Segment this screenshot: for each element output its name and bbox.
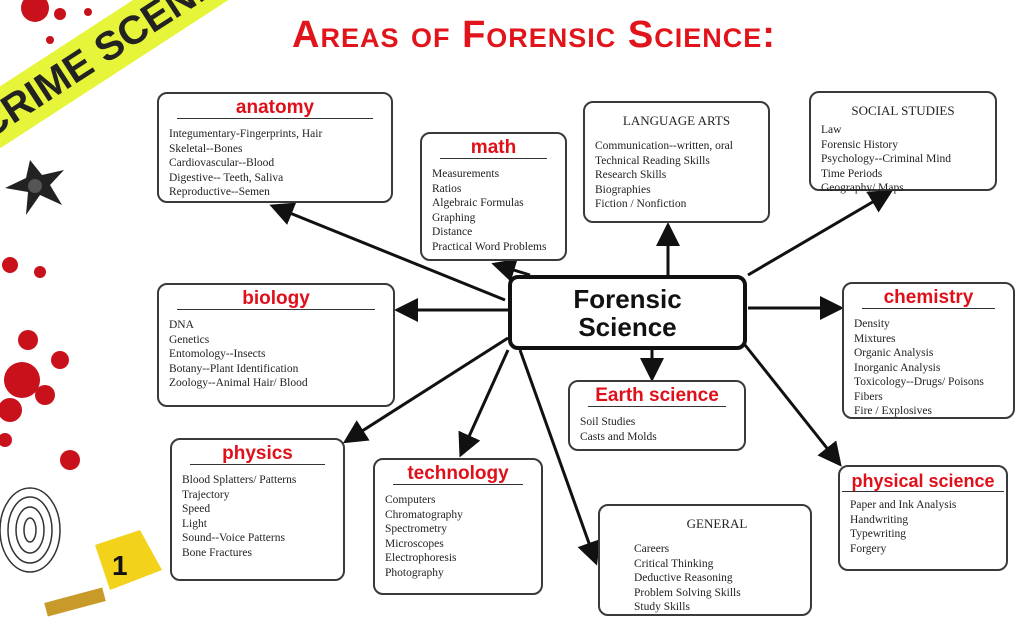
topic-item: Practical Word Problems	[432, 240, 547, 253]
topic-item: Deductive Reasoning	[634, 572, 733, 584]
topic-item: Inorganic Analysis	[854, 361, 941, 374]
topic-item: Bone Fractures	[182, 546, 252, 559]
topic-item: Technical Reading Skills	[595, 154, 710, 167]
topic-item: Forensic History	[821, 138, 898, 151]
topic-item: Toxicology--Drugs/ Poisons	[854, 376, 984, 388]
central-topic-forensic-science: Forensic Science	[508, 275, 747, 350]
topic-item: Fire / Explosives	[854, 405, 932, 417]
blood-splatter-icon	[0, 0, 92, 470]
topic-item: Biographies	[595, 183, 651, 196]
topic-item: Law	[821, 124, 842, 136]
topic-header: SOCIAL STUDIES	[851, 103, 955, 118]
topic-item: Digestive-- Teeth, Saliva	[169, 171, 284, 184]
center-line2: Science	[578, 312, 677, 342]
topic-item: Study Skills	[634, 601, 690, 613]
topic-item: Ratios	[432, 182, 462, 195]
topic-item: Mixtures	[854, 332, 896, 345]
topic-item: Skeletal--Bones	[169, 142, 243, 155]
topic-item: Critical Thinking	[634, 557, 714, 570]
arrow-social	[747, 189, 894, 277]
topic-item: Density	[854, 318, 890, 330]
topic-header: physical science	[842, 471, 1004, 492]
topic-item: Zoology--Animal Hair/ Blood	[169, 377, 308, 389]
topic-item: Measurements	[432, 168, 500, 180]
topic-item: Geography/ Maps	[821, 182, 904, 194]
topic-item: Psychology--Criminal Mind	[821, 153, 952, 165]
fingerprint-icon	[0, 487, 61, 573]
topic-header: chemistry	[862, 288, 995, 309]
topic-item: Handwriting	[850, 513, 909, 526]
topic-item: Careers	[634, 543, 670, 555]
topic-item: Cardiovascular--Blood	[169, 157, 275, 169]
topic-item: Research Skills	[595, 169, 667, 181]
topic-item: Fiction / Nonfiction	[595, 198, 687, 210]
topic-item: Genetics	[169, 333, 210, 346]
topic-header: biology	[177, 289, 375, 310]
topic-header: Earth science	[588, 386, 726, 407]
topic-item: Graphing	[432, 211, 476, 224]
topic-header: GENERAL	[686, 516, 748, 531]
topic-item: Integumentary-Fingerprints, Hair	[169, 128, 323, 140]
arrow-physics	[342, 336, 509, 444]
topic-item: Computers	[385, 494, 436, 506]
topic-item: Time Periods	[821, 167, 883, 180]
topic-item: Typewriting	[850, 528, 907, 540]
arrow-technology	[458, 349, 510, 458]
center-line1: Forensic	[573, 284, 682, 314]
topic-item: Speed	[182, 503, 211, 515]
topic-item: Photography	[385, 566, 444, 579]
topic-item: Paper and Ink Analysis	[850, 499, 957, 511]
topic-item: Soil Studies	[580, 416, 636, 428]
evidence-marker-icon: 1	[44, 530, 162, 617]
bullet-hole-icon	[5, 160, 64, 215]
topic-header: anatomy	[177, 98, 373, 119]
topic-item: Trajectory	[182, 488, 230, 501]
topic-item: Reproductive--Semen	[169, 186, 270, 198]
topic-item: Problem Solving Skills	[634, 586, 741, 599]
topic-item: Sound--Voice Patterns	[182, 532, 285, 544]
page-title: Areas of Forensic Science:	[292, 14, 776, 56]
topic-item: Organic Analysis	[854, 347, 934, 359]
topic-item: Botany--Plant Identification	[169, 362, 299, 375]
topic-header: LANGUAGE ARTS	[622, 113, 731, 128]
topic-item: DNA	[169, 319, 194, 331]
topic-item: Fibers	[854, 390, 883, 403]
topic-item: Light	[182, 517, 207, 530]
topic-item: Chromatography	[385, 508, 463, 521]
topic-item: Spectrometry	[385, 523, 447, 535]
topic-item: Algebraic Formulas	[432, 197, 524, 209]
topic-item: Blood Splatters/ Patterns	[182, 474, 297, 486]
arrow-math	[491, 258, 531, 282]
arrow-general	[518, 349, 601, 566]
topic-item: Entomology--Insects	[169, 348, 266, 360]
arrow-anatomy	[269, 202, 506, 302]
topic-item: Communication--written, oral	[595, 140, 733, 152]
topic-header: math	[440, 138, 547, 159]
arrow-physical	[743, 344, 842, 467]
topic-item: Casts and Molds	[580, 430, 657, 443]
topic-item: Microscopes	[385, 537, 444, 550]
topic-header: physics	[190, 444, 325, 465]
svg-text:1: 1	[112, 550, 128, 581]
topic-item: Electrophoresis	[385, 552, 457, 564]
topic-box-language: LANGUAGE ARTS Communication--written, ora…	[583, 101, 770, 223]
topic-item: Distance	[432, 226, 473, 238]
topic-item: Forgery	[850, 542, 887, 555]
topic-header: technology	[393, 464, 523, 485]
